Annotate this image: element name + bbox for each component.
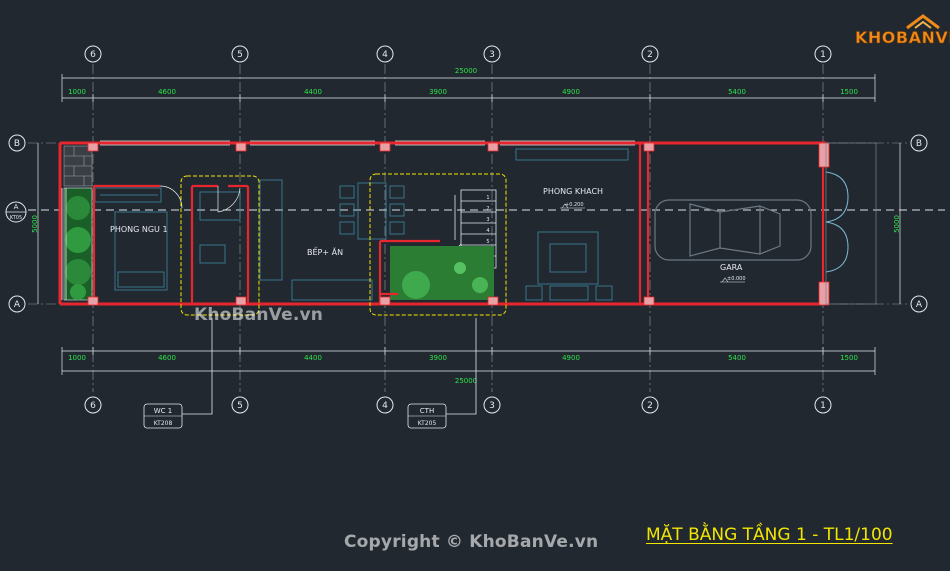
room-label-living: PHONG KHACH: [543, 187, 603, 196]
grid-lines-vertical: [92, 64, 824, 392]
courtyard-garden: [390, 246, 494, 300]
exterior-walls: [58, 141, 826, 306]
dim-top-5: 4900: [562, 88, 580, 96]
grid-bubbles-bottom: [84, 396, 832, 414]
grid-label-bottom-5: 5: [237, 401, 243, 411]
room-label-bedroom: PHONG NGU 1: [110, 225, 168, 234]
furniture-layer: [94, 148, 629, 301]
dim-bottom-5: 4900: [562, 354, 580, 362]
dim-top-2: 4600: [158, 88, 176, 96]
dim-top-7: 1500: [840, 88, 858, 96]
dim-bottom-6: 5400: [728, 354, 746, 362]
callout-wc1-title: WC 1: [154, 407, 173, 415]
stair-step-5: 5: [486, 239, 489, 245]
grid-bubbles-top: [84, 45, 832, 63]
stair-step-2: 2: [486, 206, 489, 212]
grid-label-bottom-6: 6: [90, 401, 96, 411]
columns: [87, 142, 830, 306]
dim-overall-top: 25000: [455, 67, 477, 75]
section-marker-sheet: KT05: [10, 215, 22, 221]
dim-left-vertical: 5000: [31, 215, 39, 233]
watermark-mid: KhoBanVe.vn: [194, 305, 324, 325]
dim-bottom-7: 1500: [840, 354, 858, 362]
callout-cth-title: CTH: [420, 407, 434, 415]
callout-boxes: [180, 173, 507, 316]
grid-label-top-4: 4: [382, 50, 388, 60]
callout-cth-sheet: KT205: [418, 420, 437, 427]
stair-step-4: 4: [486, 228, 489, 234]
grid-label-bottom-1: 1: [820, 401, 826, 411]
dim-top-6: 5400: [728, 88, 746, 96]
section-marker: A KT05: [5, 201, 27, 223]
dim-overall-bottom: 25000: [455, 377, 477, 385]
grid-label-left-A: A: [14, 300, 21, 310]
room-label-kitchen: BẾP+ ĂN: [307, 246, 343, 257]
level-markers: [560, 203, 745, 283]
dim-top-4: 3900: [429, 88, 447, 96]
grid-label-left-B: B: [14, 139, 20, 149]
stair-step-1: 1: [486, 195, 489, 201]
grid-label-right-B: B: [916, 139, 922, 149]
dim-top-3: 4400: [304, 88, 322, 96]
planter-left: [63, 187, 93, 301]
level-living: +0.200: [565, 202, 584, 208]
room-label-garage: GARA: [720, 263, 743, 272]
grid-label-top-5: 5: [237, 50, 243, 60]
level-garage: ±0.000: [727, 276, 746, 282]
grid-label-top-1: 1: [820, 50, 826, 60]
khobanve-logo: KHOBANVE: [855, 14, 950, 52]
dim-bottom-3: 4400: [304, 354, 322, 362]
grid-label-top-6: 6: [90, 50, 96, 60]
windows: [61, 140, 635, 300]
dim-bottom-2: 4600: [158, 354, 176, 362]
grid-label-top-2: 2: [647, 50, 653, 60]
logo-text: KHOBANVE: [855, 28, 950, 48]
plan-title: MẶT BẰNG TẦNG 1 - TL1/100: [646, 525, 893, 545]
brick-hatch: [63, 145, 93, 187]
interior-walls: [92, 143, 825, 304]
grid-label-bottom-2: 2: [647, 401, 653, 411]
callout-leaders: [182, 318, 477, 415]
grid-label-right-A: A: [916, 300, 923, 310]
stair-step-3: 3: [486, 217, 489, 223]
section-marker-letter: A: [14, 203, 19, 211]
house-roof-icon: [906, 14, 940, 30]
callout-wc1-sheet: KT208: [154, 420, 173, 427]
dim-top-1: 1000: [68, 88, 86, 96]
callout-tag-cth: CTH KT205: [407, 403, 447, 429]
interior-doors: [159, 185, 241, 213]
car-icon: [654, 199, 812, 261]
grid-label-bottom-3: 3: [489, 401, 495, 411]
garage-doors: [825, 142, 877, 305]
dimension-lines: [37, 74, 901, 375]
callout-tag-wc1: WC 1 KT208: [143, 403, 183, 429]
grid-bubbles-side: [8, 134, 928, 313]
dim-right-vertical: 5000: [893, 215, 901, 233]
dim-bottom-1: 1000: [68, 354, 86, 362]
watermark-copyright: Copyright © KhoBanVe.vn: [344, 532, 599, 552]
dim-bottom-4: 3900: [429, 354, 447, 362]
grid-label-top-3: 3: [489, 50, 495, 60]
grid-label-bottom-4: 4: [382, 401, 388, 411]
